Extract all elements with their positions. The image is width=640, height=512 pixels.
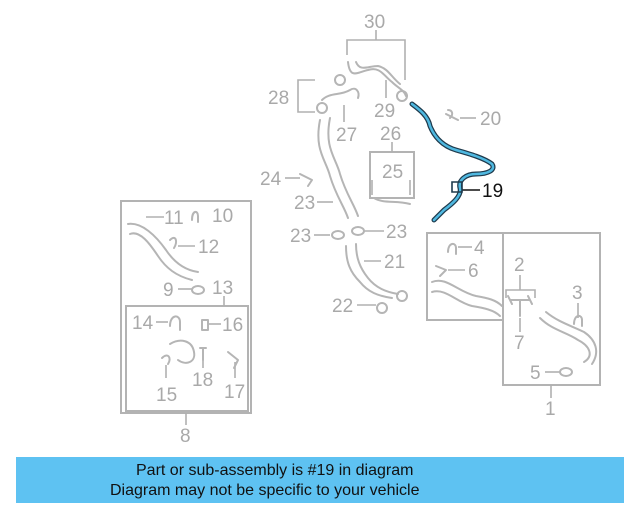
callout-6[interactable]: 6 <box>468 261 479 282</box>
part-clamp-31 <box>334 74 346 86</box>
part-pipe-21 <box>345 245 393 299</box>
part-hose-top-outer <box>355 61 401 85</box>
group-box-13 <box>125 305 249 412</box>
part-hose-1 <box>431 279 503 307</box>
banner-line-disclaimer: Diagram may not be specific to your vehi… <box>110 482 420 499</box>
part-6 <box>435 265 447 277</box>
bracket-29 <box>297 79 315 113</box>
bracket-2 <box>505 289 536 298</box>
part-19-bracket <box>451 181 463 193</box>
part-clamp-22a <box>376 302 388 314</box>
callout-22[interactable]: 22 <box>332 296 353 317</box>
part-4 <box>447 242 457 255</box>
part-clamp-30 <box>396 90 408 102</box>
callout-23-left[interactable]: 23 <box>290 226 311 247</box>
part-hose-3-outer <box>545 311 598 365</box>
callout-28[interactable]: 27 <box>336 125 357 146</box>
part-hose-3 <box>539 317 591 363</box>
callout-25[interactable]: 24 <box>260 169 282 190</box>
part-pipe-24 <box>317 119 349 219</box>
callout-12[interactable]: 12 <box>198 237 219 258</box>
callout-18[interactable]: 18 <box>192 370 213 391</box>
callout-5[interactable]: 5 <box>530 363 541 384</box>
part-19-highlighted[interactable] <box>409 101 496 223</box>
part-17 <box>227 351 239 369</box>
group-box-1-notch <box>426 232 503 321</box>
part-elbow-13 <box>169 339 196 364</box>
part-tee-2 <box>507 295 533 317</box>
part-hose-8-outer <box>127 222 199 273</box>
callout-1[interactable]: 1 <box>545 399 556 420</box>
parts-diagram: 30 28 29 27 20 26 25 24 23 23 23 21 22 1… <box>120 12 601 447</box>
callout-19[interactable]: 19 <box>482 181 503 202</box>
callout-2[interactable]: 2 <box>514 255 525 276</box>
part-clip-23b <box>351 226 365 236</box>
info-banner: Part or sub-assembly is #19 in diagram D… <box>16 457 624 503</box>
callout-14[interactable]: 14 <box>132 313 154 334</box>
callout-11[interactable]: 11 <box>164 208 184 229</box>
part-18 <box>199 347 207 361</box>
part-pipe-21-outer <box>355 243 399 295</box>
callout-3[interactable]: 3 <box>572 283 583 304</box>
callout-7[interactable]: 7 <box>514 333 525 354</box>
callout-17[interactable]: 17 <box>224 382 245 403</box>
callout-10[interactable]: 10 <box>212 206 233 227</box>
part-12 <box>169 236 178 249</box>
part-pipe-24-outer <box>327 117 359 217</box>
part-10 <box>191 210 199 223</box>
part-hose-29 <box>321 87 360 101</box>
part-25 <box>299 173 313 187</box>
banner-line-part: Part or sub-assembly is #19 in diagram <box>136 462 414 479</box>
callout-20[interactable]: 20 <box>480 109 501 130</box>
callout-8[interactable]: 8 <box>180 426 191 447</box>
callout-13[interactable]: 13 <box>212 278 233 299</box>
callout-9[interactable]: 9 <box>163 280 174 301</box>
part-3 <box>573 314 583 327</box>
callout-16[interactable]: 16 <box>222 315 243 336</box>
callout-31[interactable]: 30 <box>364 12 385 33</box>
part-15 <box>161 354 171 365</box>
part-hose-26 <box>373 197 411 205</box>
part-16 <box>201 319 209 331</box>
part-14 <box>169 315 181 331</box>
part-9 <box>191 285 205 295</box>
part-hose-8 <box>129 232 193 281</box>
callout-30[interactable]: 29 <box>374 101 395 122</box>
callout-27[interactable]: 26 <box>380 124 401 145</box>
part-19-pipe <box>410 102 495 222</box>
callout-24[interactable]: 23 <box>294 193 315 214</box>
part-hose-1-outer <box>431 290 501 317</box>
callout-15[interactable]: 15 <box>156 385 177 406</box>
part-5 <box>559 367 573 377</box>
callout-23-right[interactable]: 23 <box>386 222 407 243</box>
callout-21[interactable]: 21 <box>384 252 405 273</box>
part-20 <box>445 109 459 121</box>
callout-29[interactable]: 28 <box>268 88 289 109</box>
callout-26[interactable]: 25 <box>382 162 403 183</box>
part-clamp-29 <box>316 102 328 114</box>
part-hose-top <box>347 61 407 97</box>
part-clamp-22b <box>396 290 408 302</box>
callout-4[interactable]: 4 <box>474 238 485 259</box>
part-clip-23a <box>331 230 345 240</box>
